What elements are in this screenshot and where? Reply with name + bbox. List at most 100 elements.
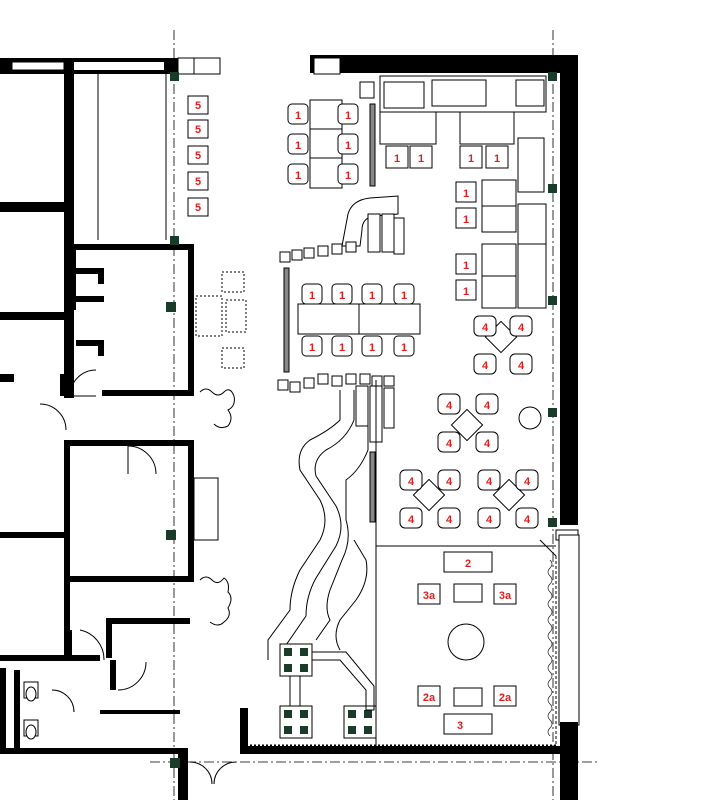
partitions <box>283 103 376 523</box>
pods <box>279 643 377 739</box>
svg-text:4: 4 <box>446 476 453 488</box>
chair: 4 <box>399 469 423 491</box>
chair-group-five: 5 5 5 5 5 <box>187 95 209 217</box>
svg-text:2a: 2a <box>423 692 436 704</box>
chair: 1 <box>337 133 359 155</box>
svg-text:4: 4 <box>484 400 491 412</box>
table-four-3: 4 4 4 4 <box>399 469 461 529</box>
chair: 1 <box>301 335 323 357</box>
svg-text:1: 1 <box>401 290 407 302</box>
svg-text:4: 4 <box>446 514 453 526</box>
chair: 1 <box>287 103 309 125</box>
svg-text:1: 1 <box>295 140 301 152</box>
chair: 5 <box>187 95 209 115</box>
chair: 1 <box>409 145 433 169</box>
svg-text:1: 1 <box>463 260 469 272</box>
svg-text:4: 4 <box>446 438 453 450</box>
lower-lounge <box>250 380 557 748</box>
chair: 4 <box>437 393 461 415</box>
chair: 1 <box>301 283 323 305</box>
svg-text:1: 1 <box>394 153 400 165</box>
chair: 4 <box>473 315 497 337</box>
chair: 5 <box>187 197 209 217</box>
chair: 5 <box>187 171 209 191</box>
doors <box>39 369 237 785</box>
svg-text:4: 4 <box>408 514 415 526</box>
chair: 4 <box>509 353 533 375</box>
chair: 1 <box>361 283 383 305</box>
table-four-1: 4 4 4 4 <box>473 315 533 375</box>
windows <box>11 61 167 240</box>
chair: 4 <box>515 507 539 529</box>
chair: 1 <box>287 163 309 185</box>
chair: 4 <box>515 469 539 491</box>
plants <box>199 388 235 626</box>
chair: 1 <box>455 279 477 301</box>
columns <box>166 72 557 768</box>
svg-text:4: 4 <box>446 400 453 412</box>
chair: 4 <box>477 469 501 491</box>
svg-text:1: 1 <box>345 140 351 152</box>
svg-text:5: 5 <box>195 202 201 214</box>
chair: 1 <box>385 145 409 169</box>
chair: 1 <box>485 145 509 169</box>
chair: 5 <box>187 119 209 139</box>
svg-text:1: 1 <box>463 188 469 200</box>
chair: 1 <box>331 335 353 357</box>
svg-text:4: 4 <box>524 476 531 488</box>
screen-panels <box>355 385 395 443</box>
chair: 1 <box>393 335 415 357</box>
dining-table-top: 1 1 1 1 1 1 <box>287 99 359 189</box>
svg-text:1: 1 <box>463 286 469 298</box>
svg-text:3a: 3a <box>423 590 436 602</box>
chair: 4 <box>437 431 461 453</box>
toilets <box>23 681 39 740</box>
svg-text:4: 4 <box>486 476 493 488</box>
svg-text:4: 4 <box>486 514 493 526</box>
window-hatching <box>547 559 553 737</box>
chair: 1 <box>361 335 383 357</box>
chair: 1 <box>455 207 477 229</box>
chair: 1 <box>287 133 309 155</box>
chair: 4 <box>475 393 499 415</box>
svg-text:1: 1 <box>468 153 474 165</box>
svg-text:5: 5 <box>195 150 201 162</box>
round-column <box>518 406 542 430</box>
lower-lounge-furniture: 2 3a 3a 2a 2a 3 <box>417 551 517 735</box>
chair: 1 <box>331 283 353 305</box>
lounge-top-seats: 1 1 1 1 <box>385 145 509 169</box>
desk <box>193 477 219 541</box>
table-four-4: 4 4 4 4 <box>477 469 539 529</box>
lounge-right-seats: 1 1 1 1 <box>455 181 477 301</box>
chair: 4 <box>473 353 497 375</box>
svg-text:1: 1 <box>401 342 407 354</box>
svg-text:1: 1 <box>494 153 500 165</box>
svg-text:1: 1 <box>339 342 345 354</box>
svg-text:5: 5 <box>195 124 201 136</box>
chair: 4 <box>437 469 461 491</box>
svg-text:1: 1 <box>345 110 351 122</box>
svg-text:1: 1 <box>463 214 469 226</box>
chair: 4 <box>509 315 533 337</box>
chair: 4 <box>477 507 501 529</box>
chair: 1 <box>337 163 359 185</box>
svg-text:4: 4 <box>482 322 489 334</box>
svg-text:4: 4 <box>518 322 525 334</box>
chair: 1 <box>455 181 477 203</box>
dashed-furniture <box>195 271 247 369</box>
chair: 4 <box>399 507 423 529</box>
svg-text:4: 4 <box>408 476 415 488</box>
svg-text:5: 5 <box>195 176 201 188</box>
svg-text:3: 3 <box>457 720 463 732</box>
svg-text:3a: 3a <box>499 590 512 602</box>
chair: 4 <box>475 431 499 453</box>
svg-text:1: 1 <box>345 170 351 182</box>
svg-text:2a: 2a <box>499 692 512 704</box>
round-table <box>447 623 485 661</box>
svg-text:1: 1 <box>309 290 315 302</box>
planter-chain-top <box>279 241 357 263</box>
pier-caps <box>193 57 341 75</box>
svg-text:4: 4 <box>518 360 525 372</box>
chair: 5 <box>187 145 209 165</box>
